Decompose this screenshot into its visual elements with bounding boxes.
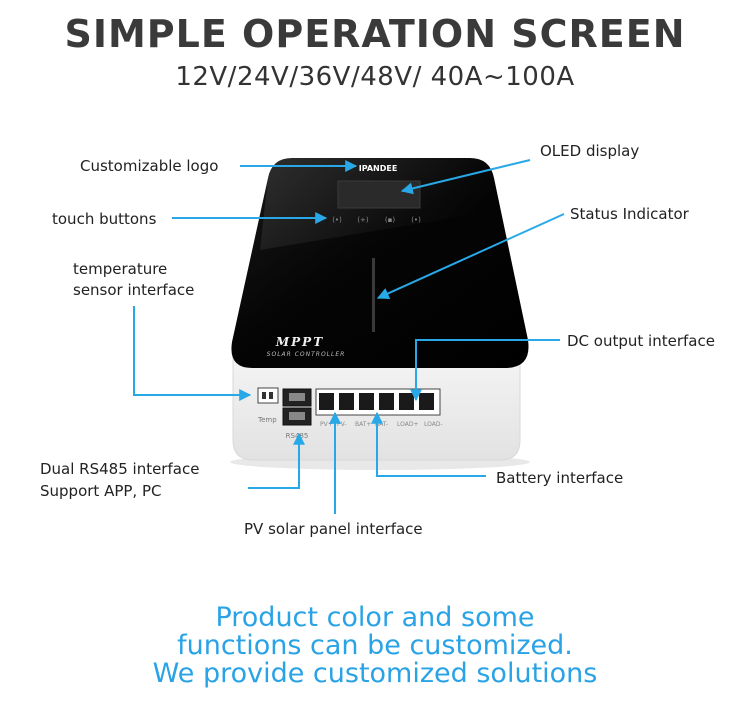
- terminal-pv-plus: [319, 393, 334, 410]
- temp-callout-line: [133, 306, 252, 401]
- terminal-label: LOAD-: [424, 421, 443, 428]
- dc-output-callout-line: [410, 339, 560, 402]
- label-dc-output: DC output interface: [567, 332, 715, 350]
- label-rs485-1: Dual RS485 interface: [40, 460, 200, 478]
- temp-connector: [257, 387, 279, 404]
- terminal-bat-minus: [379, 393, 394, 410]
- label-temp-sensor-2: sensor interface: [73, 281, 195, 299]
- temp-pin: [262, 392, 266, 399]
- terminal-pv-minus: [339, 393, 354, 410]
- label-temp-sensor-1: temperature: [73, 260, 168, 278]
- brand-logo: IPANDEE: [359, 164, 398, 173]
- label-pv-panel: PV solar panel interface: [244, 520, 423, 538]
- temp-label: Temp: [257, 416, 277, 424]
- footer-line-2: functions can be customized.: [177, 630, 573, 661]
- label-customizable-logo: Customizable logo: [80, 157, 219, 175]
- temp-pin: [269, 392, 273, 399]
- terminal-label: PV-: [337, 421, 347, 428]
- label-touch-buttons: touch buttons: [52, 210, 157, 228]
- model-subtitle: SOLAR CONTROLLER: [267, 351, 346, 358]
- label-battery: Battery interface: [496, 469, 624, 487]
- footer-line-1: Product color and some: [215, 602, 535, 633]
- touch-button-2[interactable]: (+): [357, 216, 369, 224]
- footer-line-3: We provide customized solutions: [152, 658, 598, 689]
- touch-button-4[interactable]: (•): [411, 216, 421, 224]
- rs485-port-slot: [289, 412, 305, 420]
- page-title: SIMPLE OPERATION SCREEN: [64, 12, 686, 56]
- status-callout-line: [376, 213, 565, 300]
- rs485-label: RS485: [286, 432, 309, 440]
- terminal-slots: [319, 393, 434, 410]
- rs485-port-slot: [289, 393, 305, 401]
- terminal-label: BAT+: [355, 421, 371, 428]
- terminal-bat-plus: [359, 393, 374, 410]
- label-status-indicator: Status Indicator: [570, 205, 689, 223]
- terminal-labels: PV+ PV- BAT+ BAT- LOAD+ LOAD-: [320, 421, 443, 428]
- terminal-load-plus: [399, 393, 414, 410]
- terminal-label: BAT-: [375, 421, 388, 428]
- rs485-callout-line: [248, 432, 305, 489]
- label-rs485-2: Support APP, PC: [40, 482, 162, 500]
- touch-button-row: (•) (+) (▪) (•): [332, 216, 421, 224]
- touch-button-1[interactable]: (•): [332, 216, 342, 224]
- model-name: MPPT: [275, 335, 324, 349]
- touch-button-3[interactable]: (▪): [385, 216, 395, 224]
- page-subtitle: 12V/24V/36V/48V/ 40A~100A: [175, 62, 575, 92]
- battery-callout-line: [371, 411, 486, 477]
- terminal-label: LOAD+: [397, 421, 419, 428]
- terminal-load-minus: [419, 393, 434, 410]
- terminal-label: PV+: [320, 421, 333, 428]
- label-oled-display: OLED display: [540, 142, 640, 160]
- oled-callout-line: [400, 159, 531, 195]
- status-indicator: [372, 258, 375, 332]
- oled-screen: [337, 180, 421, 209]
